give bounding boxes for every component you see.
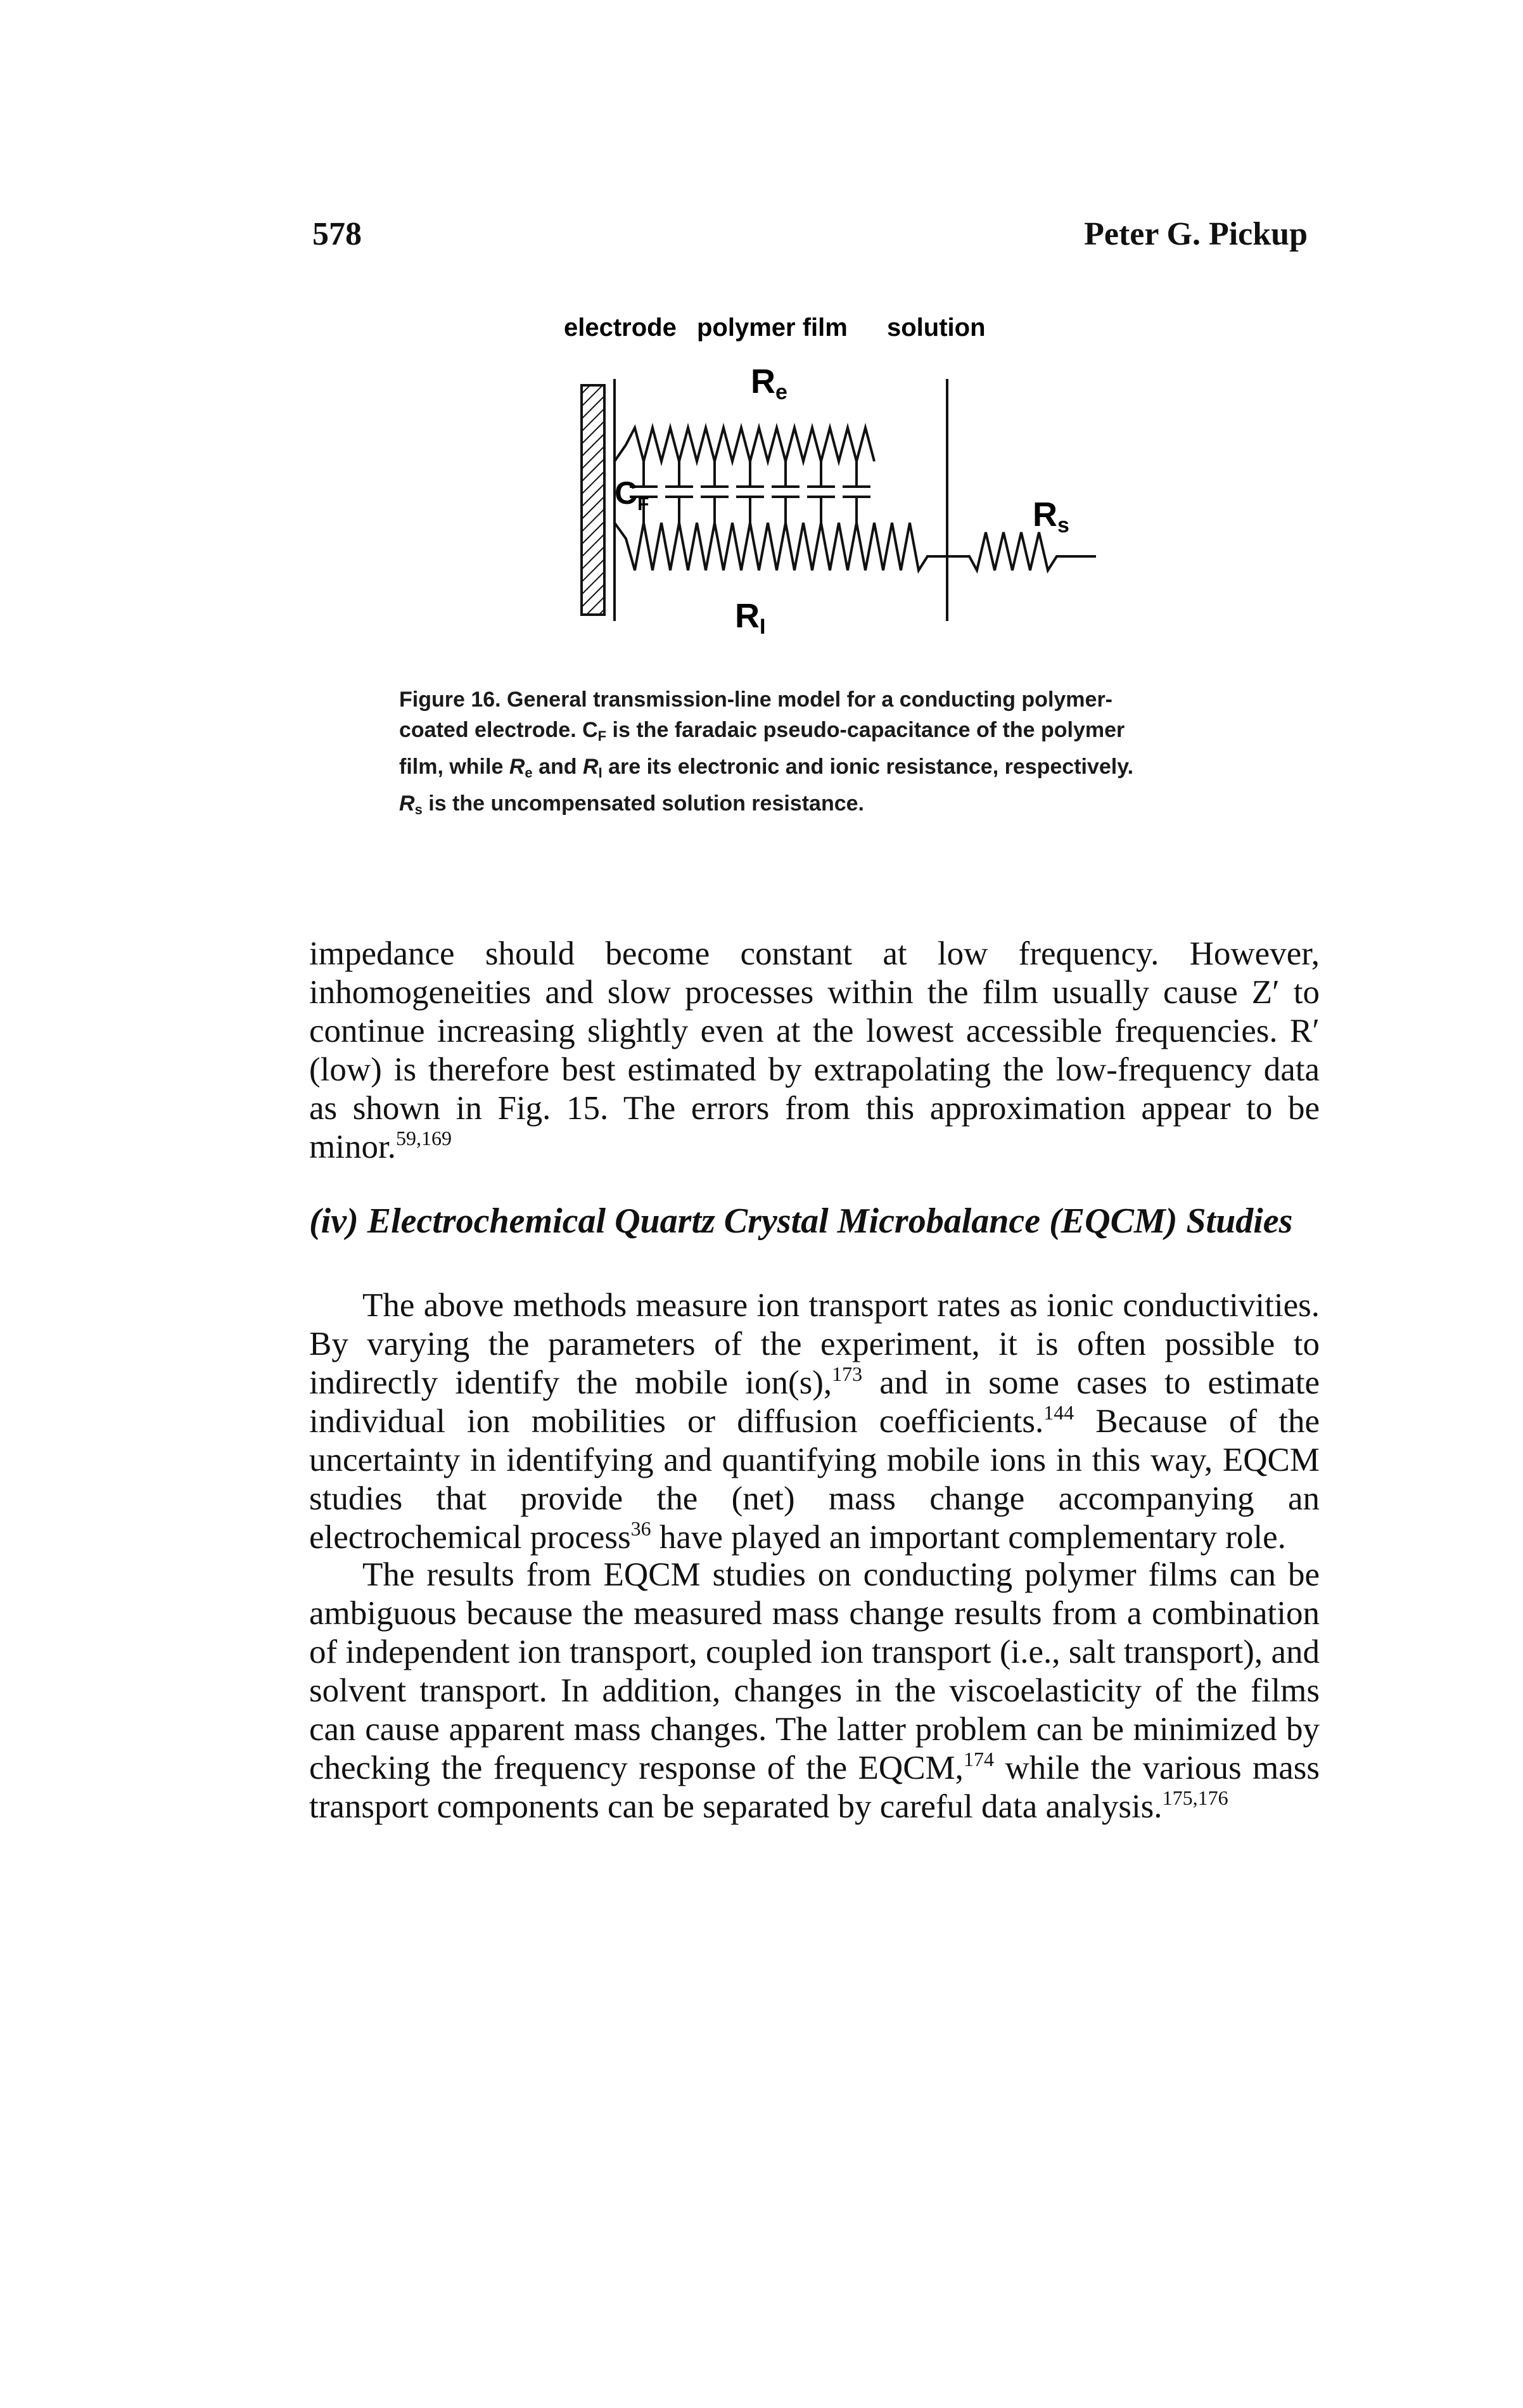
section-heading: (iv) Electrochemical Quartz Crystal Micr… (309, 1201, 1293, 1241)
label-rs: Rs (1033, 496, 1069, 537)
label-solution: solution (887, 314, 986, 342)
label-ri: RI (735, 597, 765, 639)
ionic-resistance-rail (613, 522, 947, 574)
electronic-resistance-rail (613, 423, 876, 466)
label-electrode: electrode (564, 314, 677, 342)
figure-16-transmission-line-diagram: electrode polymer film solution Re CF RI… (551, 298, 1172, 653)
label-cf: CF (615, 475, 649, 515)
running-header-author: Peter G. Pickup (1084, 216, 1308, 252)
body-paragraph-2: The above methods measure ion transport … (309, 1287, 1320, 1556)
solution-resistance (947, 532, 1096, 574)
body-paragraph-1: impedance should become constant at low … (309, 935, 1320, 1165)
body-paragraph-3: The results from EQCM studies on conduct… (309, 1556, 1320, 1825)
label-polymer-film: polymer film (697, 314, 848, 342)
page-number: 578 (312, 216, 362, 252)
capacitor-rungs (630, 461, 870, 523)
label-re: Re (751, 362, 787, 404)
figure-caption: Figure 16. General transmission-line mod… (399, 688, 1134, 817)
electrode-bar (580, 384, 606, 616)
